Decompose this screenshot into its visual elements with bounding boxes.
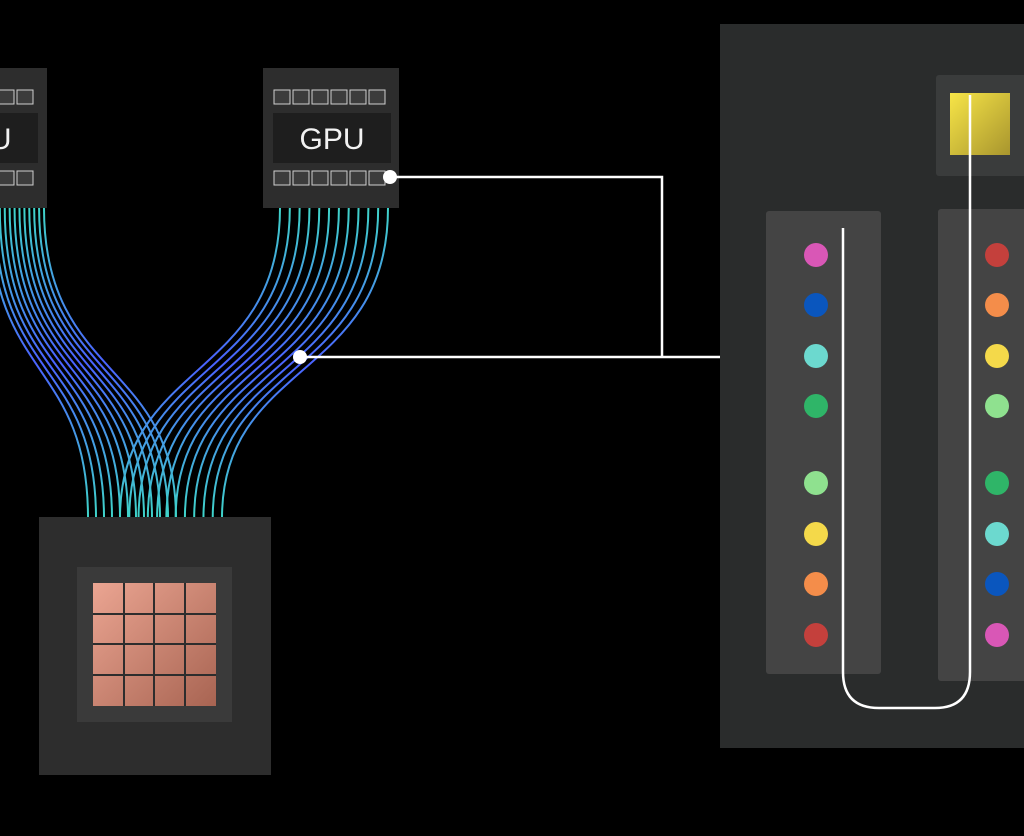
cable-wire: [3, 207, 113, 519]
cable-wire: [0, 207, 105, 519]
switch-chip-bottom-pins: [83, 722, 225, 772]
port-dot: [985, 293, 1009, 317]
gpu-pin: [311, 170, 329, 186]
port-dot: [804, 394, 828, 418]
cable-wire: [43, 207, 177, 519]
gpu-pin: [349, 89, 367, 105]
gpu-left-label-plate: [0, 113, 38, 163]
cable-wire: [137, 207, 301, 519]
cable-wire: [146, 207, 311, 519]
gpu-chip-right: GPU: [263, 68, 399, 208]
port-column-right: [938, 209, 1024, 681]
gpu-pin: [273, 170, 291, 186]
port-dot: [985, 522, 1009, 546]
cable-wire: [221, 207, 389, 519]
gpu-pin: [0, 89, 15, 105]
gpu-pin: [368, 89, 386, 105]
port-dot: [804, 344, 828, 368]
port-dot: [985, 394, 1009, 418]
switch-chip-die-grid: [93, 583, 216, 706]
port-dot: [804, 572, 828, 596]
gpu-pin: [292, 89, 310, 105]
left-port-dots: [804, 243, 828, 647]
gpu-pin: [292, 170, 310, 186]
gpu-pin: [349, 170, 367, 186]
cable-wire: [202, 207, 370, 519]
cable-wire: [193, 207, 360, 519]
connector-dot-cable: [293, 350, 307, 364]
gpu-pin: [311, 89, 329, 105]
port-dot: [985, 572, 1009, 596]
port-dot: [985, 344, 1009, 368]
cable-wire: [28, 207, 153, 519]
cable-wire: [18, 207, 137, 519]
cable-wire: [38, 207, 169, 519]
right-port-dots: [985, 243, 1009, 647]
cable-wire: [165, 207, 331, 519]
port-dot: [804, 471, 828, 495]
gpu-left-label: GPU: [0, 123, 12, 156]
gpu-left-top-pins: [0, 89, 34, 105]
gpu-pin: [16, 170, 34, 186]
left-gpu-cable-bundle: [0, 207, 177, 519]
port-dot: [804, 243, 828, 267]
port-dot: [804, 293, 828, 317]
switch-tray-panel: [720, 24, 1024, 748]
connector-line-gpu: [390, 175, 664, 357]
cable-wire: [156, 207, 321, 519]
port-dot: [985, 623, 1009, 647]
cable-wire: [0, 261, 97, 519]
gpu-pin: [273, 89, 291, 105]
callout-connector: [293, 170, 720, 364]
switch-chip-top-pins: [83, 520, 225, 567]
switch-chip: [39, 517, 271, 775]
right-gpu-cable-bundle: [119, 207, 389, 519]
gpu-right-top-pins: [273, 89, 386, 105]
gpu-right-bottom-pins: [273, 170, 386, 186]
cable-wire: [13, 207, 129, 519]
gpu-chip-left: GPU: [0, 68, 47, 208]
port-dot: [804, 522, 828, 546]
gpu-pin: [16, 89, 34, 105]
gpu-pin: [330, 170, 348, 186]
cable-wire: [33, 207, 161, 519]
connector-dot-gpu: [383, 170, 397, 184]
gpu-left-bottom-pins: [0, 170, 34, 186]
cable-wire: [211, 207, 380, 519]
gpu-right-label-plate: [273, 113, 391, 163]
cable-wire: [183, 207, 350, 519]
gpu-right-label: GPU: [299, 123, 364, 156]
gpu-pin: [330, 89, 348, 105]
gpu-pin: [0, 170, 15, 186]
port-dot: [985, 243, 1009, 267]
cable-wire: [8, 207, 121, 519]
port-column-left: [766, 211, 881, 674]
gpu-pin: [368, 170, 386, 186]
port-dot: [985, 471, 1009, 495]
indicator-square: [950, 93, 1010, 155]
cable-wire: [174, 207, 340, 519]
cable-wire: [0, 286, 89, 519]
cable-wire: [128, 207, 291, 519]
port-dot: [804, 623, 828, 647]
cable-wire: [119, 207, 281, 519]
loop-cable: [841, 95, 972, 710]
